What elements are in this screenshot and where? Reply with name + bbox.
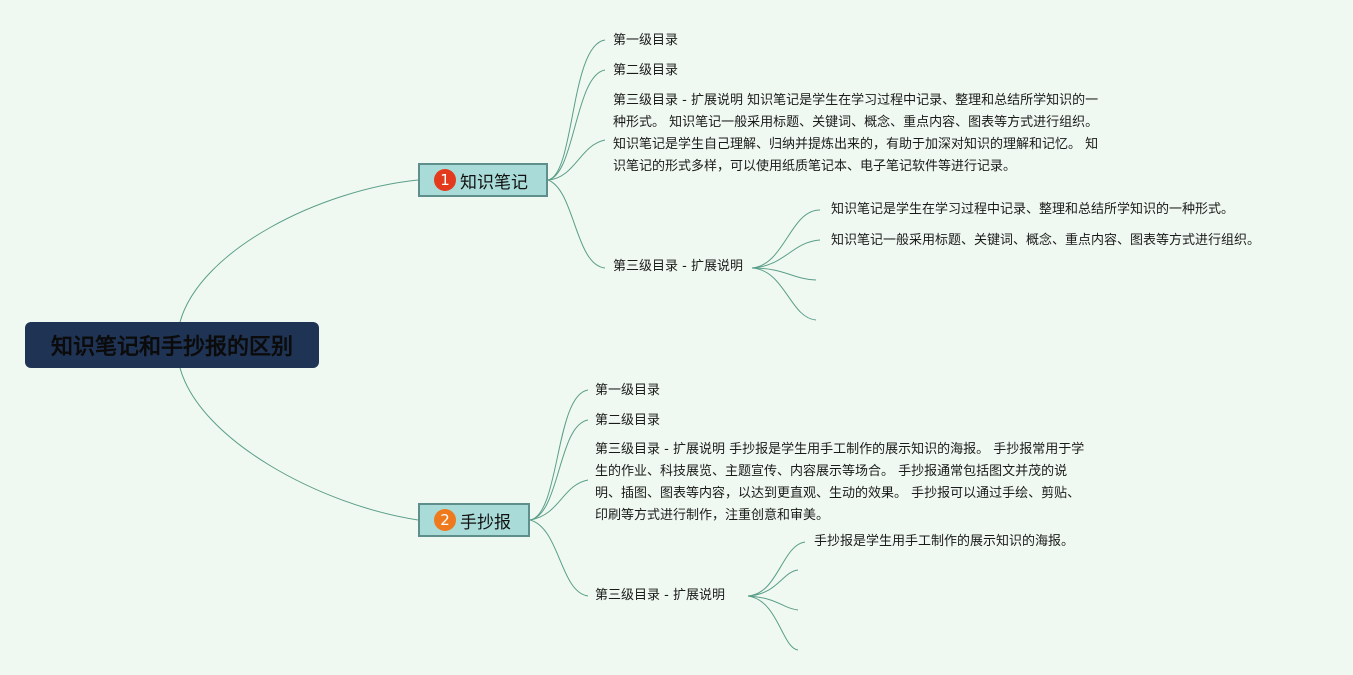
connector-b1-level3desc [547,139,606,181]
priority-2-icon: 2 [434,509,456,531]
connector-b1-sub4 [751,267,817,321]
root-topic-label: 知识笔记和手抄报的区别 [50,335,293,360]
connector-b1-level2 [547,69,606,181]
b1-level1-topic[interactable]: 第一级目录 [613,33,679,48]
connector-root-branch1 [179,179,419,323]
branch-label: 知识笔记 [460,172,528,193]
priority-1-icon: 1 [434,169,456,191]
connector-b1-sub1 [751,209,821,269]
connector-b2-sub1 [747,541,806,597]
connector-root-branch2 [179,367,419,521]
connector-b2-level1 [529,389,589,521]
connector-b2-level3desc [529,479,589,521]
branch-topic-knowledge-notes[interactable]: 1 知识笔记 [418,163,548,197]
b2-level1-topic[interactable]: 第一级目录 [595,383,661,398]
branch-label: 手抄报 [460,512,511,533]
connector-b1-level1 [547,39,606,181]
b1-level3-label-topic[interactable]: 第三级目录 - 扩展说明 [613,259,743,274]
b2-level3-description-topic[interactable]: 第三级目录 - 扩展说明 手抄报是学生用手工制作的展示知识的海报。 手抄报常用于… [595,442,1085,523]
b2-level2-topic[interactable]: 第二级目录 [595,413,661,428]
b1-sub-item-1[interactable]: 知识笔记是学生在学习过程中记录、整理和总结所学知识的一种形式。 [831,202,1235,217]
connector-b2-sub3 [747,595,799,611]
b2-sub-item-1[interactable]: 手抄报是学生用手工制作的展示知识的海报。 [814,534,1075,549]
root-topic[interactable]: 知识笔记和手抄报的区别 [25,322,319,368]
b1-sub-item-2[interactable]: 知识笔记一般采用标题、关键词、概念、重点内容、图表等方式进行组织。 [831,233,1261,248]
connector-b2-level2 [529,419,589,521]
connector-b1-sub2 [751,239,821,269]
connector-b1-level3label [547,179,606,269]
connector-b1-sub3 [751,267,817,281]
connector-b2-sub4 [747,595,799,651]
connector-b2-level3label [529,519,589,597]
b1-level3-description-topic[interactable]: 第三级目录 - 扩展说明 知识笔记是学生在学习过程中记录、整理和总结所学知识的一… [613,93,1099,174]
connector-b2-sub2 [747,569,799,597]
branch-topic-handwritten-poster[interactable]: 2 手抄报 [418,503,530,537]
b1-level2-topic[interactable]: 第二级目录 [613,63,679,78]
b2-level3-label-topic[interactable]: 第三级目录 - 扩展说明 [595,588,725,603]
